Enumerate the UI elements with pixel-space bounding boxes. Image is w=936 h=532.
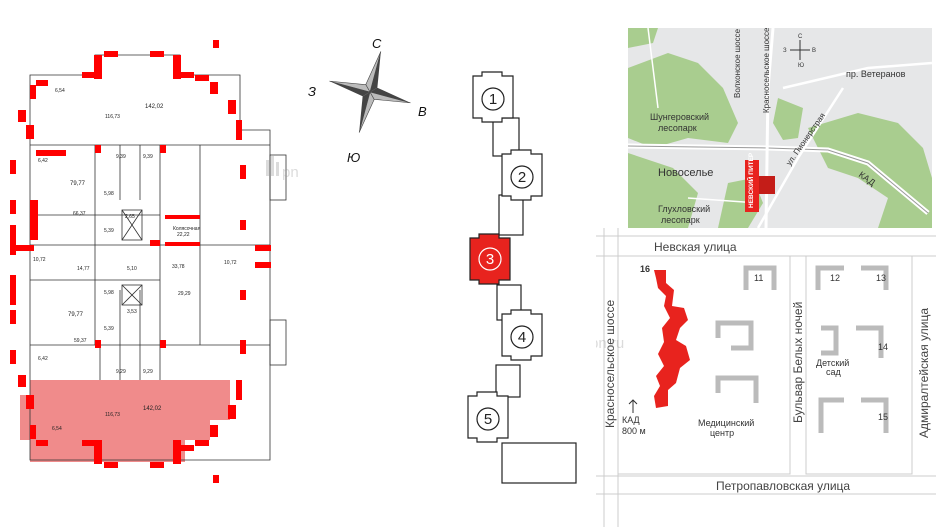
- section-2-circle[interactable]: [510, 165, 534, 189]
- kad-distance: 800 м: [622, 426, 646, 436]
- medical-line2: центр: [710, 428, 734, 438]
- area-labels: 142,02 116,73 6,54 6,42 79,77 66,37 9,39…: [33, 88, 237, 432]
- section-1-circle[interactable]: [481, 87, 505, 111]
- map-label-glukhovsky-1: Глухловский: [658, 204, 710, 214]
- area-s1: 5,98: [104, 191, 114, 197]
- section-2-label: 2: [518, 169, 526, 186]
- compass-east: В: [418, 104, 427, 119]
- kindergarten-line1: Детский: [816, 358, 849, 368]
- area-bottom-big: 142,02: [143, 406, 162, 412]
- street-petropavlovskaya: Петропавловская улица: [716, 479, 850, 493]
- map-label-novoselie: Новоселье: [658, 167, 713, 179]
- roads: [627, 27, 933, 229]
- area-left-room1: 79,77: [70, 181, 86, 187]
- walls: [29, 54, 287, 461]
- watermark: pn.ru: [266, 156, 316, 181]
- area-bottom-small: 6,54: [52, 426, 62, 432]
- neighbor-buildings: [715, 265, 889, 433]
- compass-rose: [329, 51, 411, 133]
- map-label-krasnoselskoe: Красносельское шоссе: [762, 28, 771, 113]
- area-right-room: 29,29: [178, 291, 191, 297]
- section-3-active[interactable]: [469, 233, 511, 285]
- area-mid2: 5,10: [127, 266, 137, 272]
- site-watermark-text: pn.ru: [596, 335, 624, 352]
- area-left-corr: 10,72: [33, 257, 46, 263]
- area-top-inner: 116,73: [105, 114, 120, 120]
- compass: С Ю З В: [300, 0, 440, 200]
- compass-west: З: [308, 84, 316, 99]
- area-s5: 3,53: [127, 309, 137, 315]
- area-top-small: 6,54: [55, 88, 65, 94]
- area-w2: 9,39: [143, 154, 153, 160]
- building-11-label: 11: [754, 273, 763, 283]
- area-w1: 9,39: [116, 154, 126, 160]
- lobby-area: 22,22: [177, 232, 190, 238]
- map-compass: С Ю З В: [783, 34, 816, 69]
- area-left-room2b: 59,37: [74, 338, 87, 344]
- area-s3: 2,65: [125, 214, 135, 220]
- area-s2: 5,39: [104, 228, 114, 234]
- map-label-glukhovsky-2: лесопарк: [661, 215, 700, 225]
- section-3-label: 3: [486, 251, 494, 268]
- area-left-room1b: 66,37: [73, 211, 86, 217]
- map-label-shungerovsky-2: лесопарк: [658, 123, 697, 133]
- section-5-label: 5: [484, 411, 492, 428]
- section-4-circle[interactable]: [510, 325, 534, 349]
- medical-line1: Медицинский: [698, 418, 754, 428]
- lobby-name: Колясочная: [173, 226, 201, 232]
- location-map: НЕВСКИЙ ПИТЕР Шунгеровский лесопарк Ново…: [627, 27, 933, 229]
- area-w4: 9,29: [143, 369, 153, 375]
- section-scheme: 1 2 3 4 5: [440, 0, 590, 527]
- map-label-volhonskoe: Волхонское шоссе: [733, 28, 742, 98]
- floor-plan: 142,02 116,73 6,54 6,42 79,77 66,37 9,39…: [0, 0, 316, 527]
- site-plan: Невская улица Петропавловская улица Крас…: [574, 228, 936, 527]
- highlighted-apartment[interactable]: [20, 380, 230, 462]
- kad-label: КАД: [622, 415, 640, 425]
- street-lines: [596, 228, 936, 527]
- area-mid1: 14,77: [77, 266, 90, 272]
- area-w3: 9,29: [116, 369, 126, 375]
- area-left-small1: 6,42: [38, 158, 48, 164]
- wall-blocks: [10, 40, 271, 483]
- section-4-label: 4: [518, 329, 526, 346]
- svg-text:Ю: Ю: [798, 63, 804, 69]
- compass-south: Ю: [347, 150, 360, 165]
- section-5-circle[interactable]: [476, 407, 500, 431]
- area-corr: 33,78: [172, 264, 185, 270]
- project-marker[interactable]: НЕВСКИЙ ПИТЕР: [745, 152, 775, 212]
- street-admiralteyskaya: Адмиралтейская улица: [917, 308, 931, 438]
- map-label-veteranov: пр. Ветеранов: [846, 69, 906, 79]
- kad-arrow: [628, 399, 638, 413]
- area-top-big: 142,02: [145, 104, 164, 110]
- area-left-room2: 79,77: [68, 312, 84, 318]
- section-3-circle[interactable]: [478, 247, 502, 271]
- kindergarten-line2: сад: [826, 367, 842, 377]
- street-bulvar: Бульвар Белых ночей: [791, 302, 805, 423]
- svg-text:З: З: [783, 48, 787, 54]
- building-outline: [467, 71, 577, 484]
- area-bottom-inner: 116,73: [105, 412, 120, 418]
- svg-text:С: С: [798, 34, 803, 40]
- area-s6: 5,39: [104, 326, 114, 332]
- brand-label: НЕВСКИЙ ПИТЕР: [746, 152, 755, 208]
- street-nevskaya: Невская улица: [654, 240, 737, 254]
- building-14-label: 14: [878, 342, 888, 352]
- building-16-label: 16: [640, 264, 650, 274]
- compass-north: С: [372, 36, 382, 51]
- svg-text:В: В: [812, 48, 816, 54]
- street-krasnoselskoe: Красносельское шоссе: [603, 299, 617, 428]
- area-s4: 5,98: [104, 290, 114, 296]
- area-left-small2: 6,42: [38, 356, 48, 362]
- section-1-label: 1: [489, 91, 497, 108]
- building-15-label: 15: [878, 412, 888, 422]
- floor-plan-svg: 142,02 116,73 6,54 6,42 79,77 66,37 9,39…: [10, 40, 316, 483]
- map-label-shungerovsky-1: Шунгеровский: [650, 112, 709, 122]
- watermark-text: pn.ru: [282, 164, 300, 181]
- building-12-label: 12: [830, 273, 840, 283]
- target-building[interactable]: [654, 270, 690, 408]
- building-13-label: 13: [876, 273, 886, 283]
- area-right-corr: 10,72: [224, 260, 237, 266]
